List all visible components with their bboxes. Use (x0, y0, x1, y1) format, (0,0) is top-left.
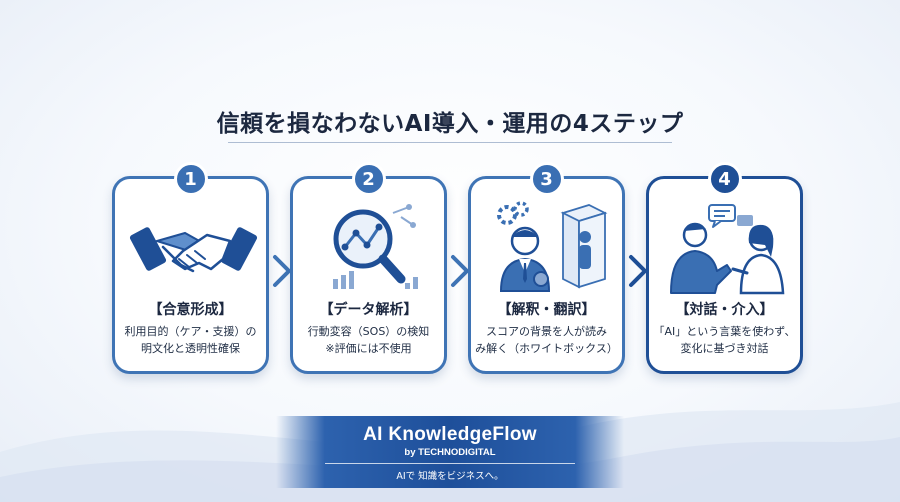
step-description: スコアの背景を人が読み み解く（ホワイトボックス） (475, 323, 618, 357)
description-line: 「AI」という言葉を使わず、 (653, 325, 796, 338)
description-line: み解く（ホワイトボックス） (475, 342, 618, 355)
step-title: 【合意形成】 (148, 302, 233, 318)
conversation-icon (657, 199, 798, 297)
step-card-2: 2 【データ解析】 行動変容（SOS）の検知 ※評価には不使用 (290, 162, 447, 374)
brand-byline: by TECHNODIGITAL (404, 447, 496, 458)
brand-divider (325, 463, 575, 464)
page-title: 信頼を損なわないAI導入・運用の4ステップ (216, 111, 684, 137)
description-line: 明文化と透明性確保 (141, 342, 240, 355)
step-description: 利用目的（ケア・支援）の 明文化と透明性確保 (119, 323, 262, 357)
step-number-badge: 1 (173, 162, 208, 196)
step-title: 【解釈・翻訳】 (497, 302, 596, 318)
step-card-3: 3 【解釈・翻訳】 スコアの背景を人が読み み解く（ホワイトボックス） (468, 162, 625, 374)
step-card-4: 4 【対話・介入】 「AI」という言葉を使わず、 変化に基づき対話 (646, 162, 803, 374)
arrow-right-icon (449, 251, 471, 291)
brand-tagline: AIで 知識をビジネスへ。 (396, 471, 504, 482)
arrow-right-icon (271, 251, 293, 291)
magnifier-chart-icon (301, 199, 442, 297)
description-line: スコアの背景を人が読み (486, 325, 607, 338)
title-underline (228, 142, 672, 143)
step-card-1: 1 【合意形成】 利用目的（ケア・支援）の 明文化と透明性確保 (112, 162, 269, 374)
brand-banner: AI KnowledgeFlow by TECHNODIGITAL AIで 知識… (276, 416, 624, 488)
step-title: 【対話・介入】 (675, 302, 774, 318)
step-title: 【データ解析】 (319, 302, 418, 318)
arrow-right-icon (627, 251, 649, 291)
description-line: 利用目的（ケア・支援）の (124, 325, 257, 338)
step-description: 「AI」という言葉を使わず、 変化に基づき対話 (653, 323, 796, 357)
description-line: 行動変容（SOS）の検知 (307, 325, 430, 338)
description-line: ※評価には不使用 (325, 342, 412, 355)
step-description: 行動変容（SOS）の検知 ※評価には不使用 (297, 323, 440, 357)
step-number-badge: 4 (707, 162, 742, 196)
step-number-badge: 2 (351, 162, 386, 196)
handshake-icon (123, 199, 264, 297)
description-line: 変化に基づき対話 (680, 342, 769, 355)
step-number-badge: 3 (529, 162, 564, 196)
brand-name: AI KnowledgeFlow (363, 424, 537, 445)
analyst-whitebox-icon (479, 199, 620, 297)
